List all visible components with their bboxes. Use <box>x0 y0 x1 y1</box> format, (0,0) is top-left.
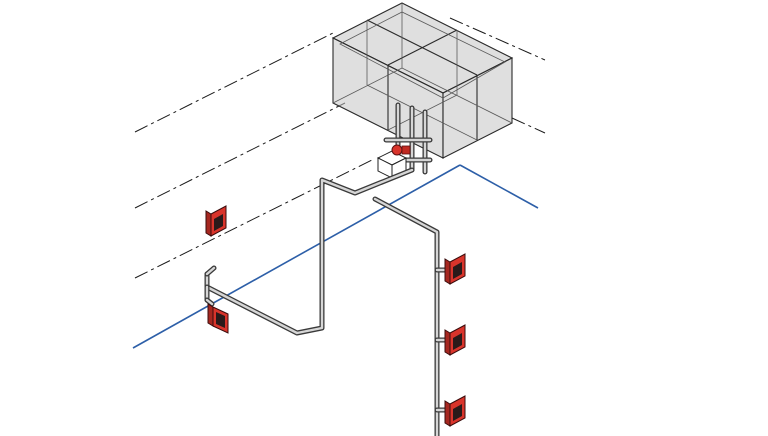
reference-line <box>134 102 346 209</box>
fire-cabinet[interactable] <box>207 303 229 334</box>
dashed-reference-lines <box>134 17 546 279</box>
grid-line <box>132 164 461 349</box>
reference-line <box>134 159 373 279</box>
water-tank[interactable] <box>331 2 514 159</box>
fire-cabinet[interactable] <box>444 395 466 427</box>
grid-line <box>459 164 539 209</box>
reference-line <box>511 117 546 134</box>
red-valve <box>391 144 403 156</box>
pipe-run <box>204 167 415 336</box>
pipe-network[interactable] <box>204 167 450 436</box>
pump-assembly[interactable] <box>376 102 433 179</box>
fire-cabinet[interactable] <box>444 253 466 285</box>
fire-cabinet[interactable] <box>205 205 227 237</box>
tank-hidden-edge <box>366 84 478 141</box>
fire-cabinets <box>205 205 466 427</box>
reference-line <box>449 17 546 61</box>
pipe-run <box>372 196 440 436</box>
fire-cabinet[interactable] <box>444 324 466 356</box>
tank-inner-outline <box>339 11 506 99</box>
tank-hidden-edge <box>401 67 513 124</box>
tank-top-divider <box>366 19 478 76</box>
blue-grid-lines <box>132 164 539 349</box>
reference-line <box>134 31 336 133</box>
